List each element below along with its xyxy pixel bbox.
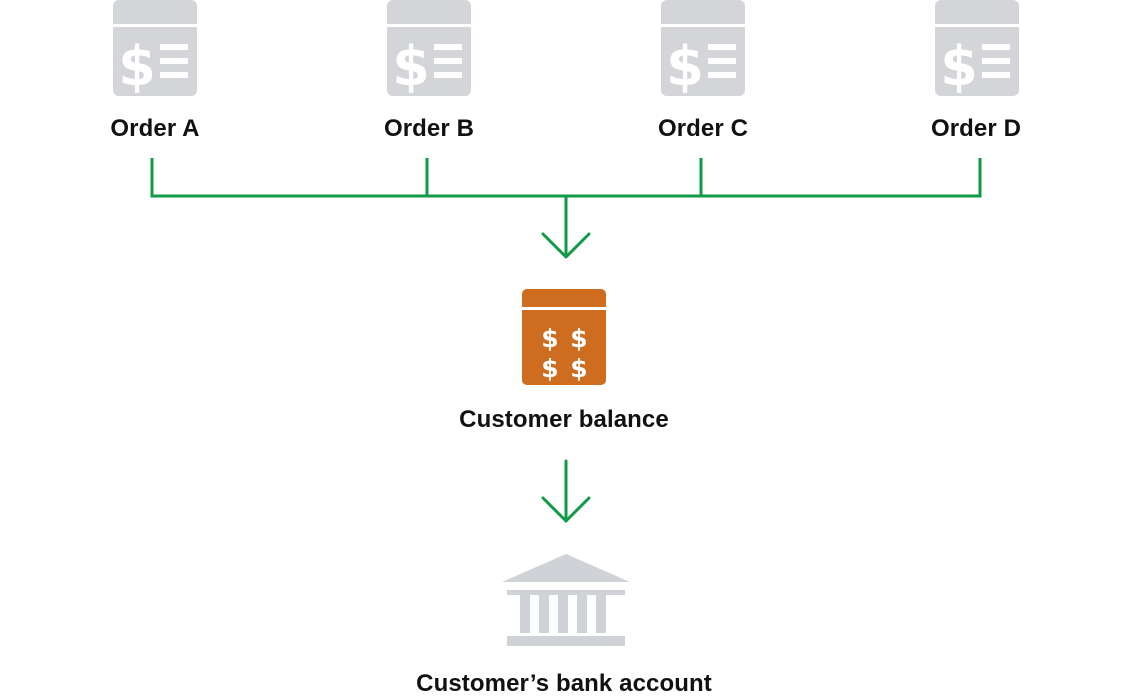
invoice-icon: $ bbox=[661, 0, 745, 98]
orders-connector bbox=[150, 158, 982, 256]
balance-dollar-glyph: $ bbox=[570, 324, 587, 353]
bank-icon bbox=[502, 554, 630, 646]
invoice-icon: $ bbox=[935, 0, 1019, 98]
balance-dollar-glyph: $ bbox=[541, 354, 558, 383]
order-c-dollar-glyph: $ bbox=[666, 35, 704, 98]
order-a-dollar-glyph: $ bbox=[118, 35, 156, 98]
down-arrow-icon bbox=[541, 496, 591, 523]
order-b-label: Order B bbox=[383, 115, 475, 142]
order-d-label: Order D bbox=[930, 115, 1022, 142]
order-b-dollar-glyph: $ bbox=[392, 35, 430, 98]
order-c-label: Order C bbox=[657, 115, 749, 142]
down-arrow-icon bbox=[541, 232, 591, 259]
customer-balance-label: Customer balance bbox=[459, 406, 669, 433]
order-a-label: Order A bbox=[110, 115, 200, 142]
balance-dollar-glyph: $ bbox=[541, 324, 558, 353]
balance-dollar-glyph: $ bbox=[570, 354, 587, 383]
customer-bank-account-label: Customer’s bank account bbox=[416, 670, 712, 697]
invoice-icon: $ bbox=[113, 0, 197, 98]
cash-register-icon: $ $ $ $ bbox=[522, 289, 606, 385]
order-d-dollar-glyph: $ bbox=[940, 35, 978, 98]
invoice-icon: $ bbox=[387, 0, 471, 98]
